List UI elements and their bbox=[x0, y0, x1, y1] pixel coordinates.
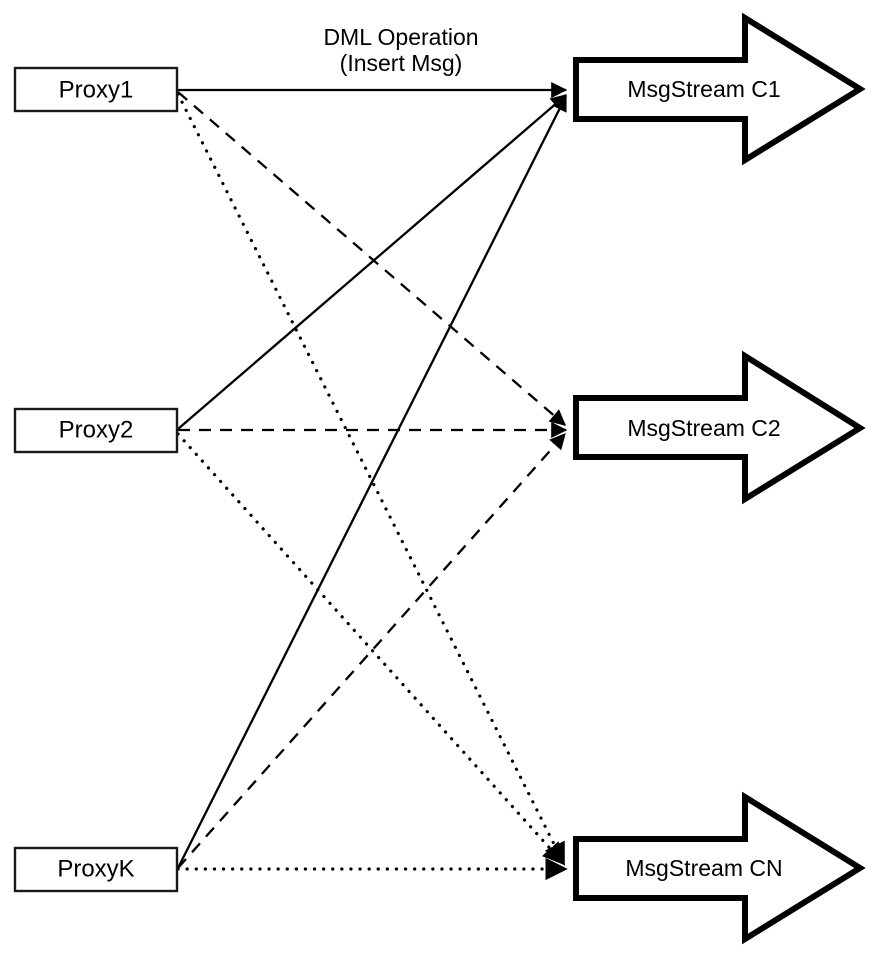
node-proxyK-rect[interactable] bbox=[13, 846, 179, 893]
node-proxy1-label: Proxy1 bbox=[59, 76, 134, 103]
edge-group-proxy1 bbox=[176, 81, 568, 866]
edge-proxy1-to-stream-c2 bbox=[177, 91, 566, 426]
node-proxy2[interactable]: Proxy2 bbox=[13, 407, 179, 454]
edge-proxy2-to-stream-cn bbox=[176, 432, 566, 866]
node-stream-c1-label: MsgStream C1 bbox=[627, 76, 780, 102]
edge-annotation-dml-operation: DML Operation (Insert Msg) bbox=[323, 24, 478, 76]
edge-group-proxy2 bbox=[176, 94, 568, 866]
edge-proxy2-to-stream-c1 bbox=[177, 94, 567, 430]
node-proxy2-rect[interactable] bbox=[13, 407, 179, 454]
edge-proxyK-to-stream-c1 bbox=[176, 94, 568, 869]
node-stream-cn[interactable]: MsgStream CN bbox=[573, 791, 866, 945]
edge-annotation-line1: DML Operation bbox=[323, 24, 478, 50]
node-stream-c2-shape[interactable] bbox=[573, 350, 866, 505]
node-proxy2-label: Proxy2 bbox=[59, 416, 134, 443]
node-stream-c1[interactable]: MsgStream C1 bbox=[573, 12, 866, 166]
node-stream-cn-label: MsgStream CN bbox=[625, 855, 782, 881]
edge-group-proxyK bbox=[176, 94, 568, 881]
node-proxyK-label: ProxyK bbox=[57, 855, 134, 882]
node-proxy1[interactable]: Proxy1 bbox=[13, 66, 179, 113]
node-stream-c2-label: MsgStream C2 bbox=[627, 415, 780, 441]
node-proxyK[interactable]: ProxyK bbox=[13, 846, 179, 893]
node-stream-c2[interactable]: MsgStream C2 bbox=[573, 350, 866, 505]
edge-annotation-line2: (Insert Msg) bbox=[340, 50, 463, 76]
node-stream-c1-shape[interactable] bbox=[573, 12, 866, 166]
edge-proxy1-to-stream-cn bbox=[176, 92, 566, 866]
edge-proxyK-to-stream-c2 bbox=[177, 433, 566, 869]
node-proxy1-rect[interactable] bbox=[13, 66, 179, 113]
node-stream-cn-shape[interactable] bbox=[573, 791, 866, 945]
